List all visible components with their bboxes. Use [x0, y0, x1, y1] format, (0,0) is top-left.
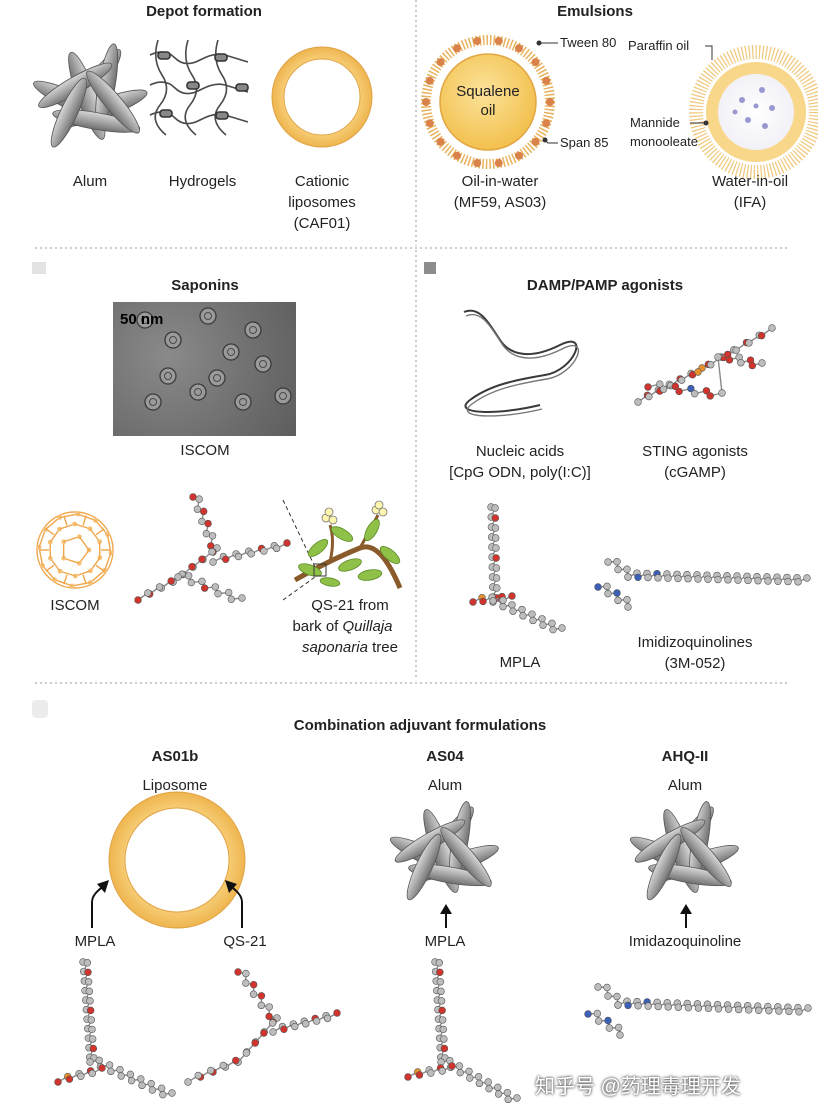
as04-title: AS04 — [426, 748, 464, 765]
depot-formation-title: Depot formation — [146, 3, 262, 20]
as01b-subtitle: Liposome — [142, 777, 208, 794]
water-in-oil-label-line2: (IFA) — [733, 194, 767, 211]
as01b-qs21-label: QS-21 — [223, 933, 267, 950]
alum-particles — [29, 42, 151, 151]
sting-agonist-molecule — [634, 324, 776, 406]
sting-label-line1: STING agonists — [642, 443, 748, 460]
cationic-label-line1: Cationic — [294, 173, 350, 190]
as04-subtitle: Alum — [427, 777, 463, 794]
nucleic-acids-label-line2: [CpG ODN, poly(I:C)] — [449, 464, 591, 481]
mpla-molecule-as04 — [404, 958, 521, 1104]
panel-marker — [32, 262, 46, 274]
imidazoquinoline-molecule-ahq — [584, 983, 812, 1039]
cationic-label-line3: (CAF01) — [293, 215, 351, 232]
cationic-liposome — [271, 46, 373, 148]
pointer-dot — [703, 120, 709, 126]
pointer-dot — [536, 40, 542, 46]
quillaja-branch — [293, 500, 403, 589]
panel-marker — [32, 700, 48, 718]
as04-mpla-label: MPLA — [424, 933, 466, 950]
water-in-oil-droplet — [689, 45, 818, 179]
alum-label: Alum — [72, 173, 108, 190]
as04-alum — [386, 799, 502, 904]
hydrogels-label: Hydrogels — [168, 173, 237, 190]
paraffin-pointer — [705, 45, 713, 60]
emulsions-title: Emulsions — [557, 3, 633, 20]
sting-label-line2: (cGAMP) — [664, 464, 726, 481]
qs21-label-line3: saponaria tree — [302, 639, 398, 656]
qs21-label-line2: bark of Quillaja — [292, 618, 393, 635]
span-label: Span 85 — [560, 135, 609, 150]
combination-title: Combination adjuvant formulations — [293, 717, 547, 734]
hydrogel-network — [149, 39, 249, 136]
oil-in-water-label-line2: (MF59, AS03) — [453, 194, 547, 211]
mannide-label-line1: Mannide — [630, 115, 680, 130]
iscom-micrograph-label: ISCOM — [180, 442, 230, 459]
oil-in-water-droplet — [421, 35, 555, 169]
cationic-label-line2: liposomes — [288, 194, 356, 211]
mpla-label: MPLA — [499, 654, 541, 671]
arrowhead — [97, 880, 109, 893]
qs21-molecule — [134, 493, 291, 604]
as01b-mpla-label: MPLA — [74, 933, 116, 950]
water-in-oil-label-line1: Water-in-oil — [711, 173, 789, 190]
arrowhead — [225, 880, 237, 893]
agonists-title: DAMP/PAMP agonists — [526, 277, 684, 294]
as01b-liposome — [108, 791, 246, 929]
squalene-label-line2: oil — [480, 102, 496, 119]
paraffin-label: Paraffin oil — [628, 38, 690, 53]
pointer-dot — [542, 137, 548, 143]
arrowhead — [680, 904, 692, 914]
ahq-imidazoquinoline-label: Imidazoquinoline — [628, 933, 742, 950]
imidazoquinolines-label-line1: Imidizoquinolines — [637, 634, 753, 651]
tween-label: Tween 80 — [560, 35, 617, 50]
mpla-molecule-as01b — [54, 958, 176, 1099]
iscom-label: ISCOM — [50, 597, 100, 614]
zoom-line — [282, 499, 316, 568]
qs21-molecule-as01b — [184, 968, 341, 1086]
watermark: 知乎号 @药理毒理开发 — [535, 1076, 741, 1098]
imidazoquinoline-molecule-agonists — [594, 558, 811, 611]
saponins-title: Saponins — [171, 277, 239, 294]
nucleic-acids-label-line1: Nucleic acids — [475, 443, 565, 460]
ahq-title: AHQ-II — [661, 748, 709, 765]
ahq-alum — [626, 799, 742, 904]
mpla-molecule-agonists — [469, 503, 566, 634]
scale-bar-label: 50 nm — [120, 311, 164, 328]
oil-in-water-label-line1: Oil-in-water — [461, 173, 539, 190]
panel-marker — [424, 262, 436, 274]
mannide-label-line2: monooleate — [630, 134, 698, 149]
nucleic-acid-strand — [463, 309, 580, 417]
arrow-mpla-to-liposome — [91, 885, 105, 928]
arrowhead — [440, 904, 452, 914]
as01b-title: AS01b — [151, 748, 199, 765]
iscom-electron-micrograph — [113, 302, 296, 436]
ahq-subtitle: Alum — [667, 777, 703, 794]
qs21-label-line1: QS-21 from — [311, 597, 389, 614]
imidazoquinolines-label-line2: (3M-052) — [664, 655, 726, 672]
iscom-cage — [36, 511, 114, 589]
squalene-label-line1: Squalene — [456, 83, 520, 100]
